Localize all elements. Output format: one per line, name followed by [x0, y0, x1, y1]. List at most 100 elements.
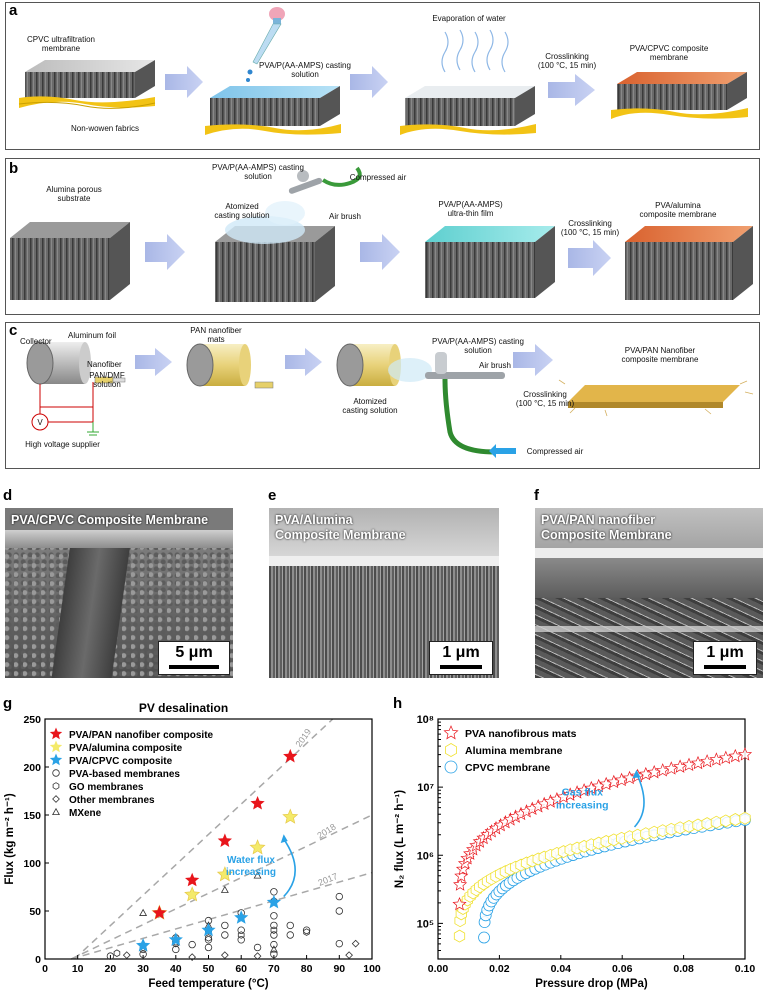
data-point-star	[283, 748, 298, 763]
data-point-star	[216, 866, 233, 882]
sem-caption-f-2: Composite Membrane	[541, 528, 672, 542]
data-point-circle	[188, 940, 196, 949]
pipette-icon	[246, 7, 285, 82]
data-point-circle	[335, 939, 343, 948]
data-point-hexagon	[205, 934, 212, 942]
data-point-star	[185, 872, 200, 887]
y-tick-label: 50	[29, 906, 41, 918]
y-tick-label: 10⁸	[417, 714, 434, 726]
data-point-circle	[270, 888, 278, 896]
data-point-hexagon	[701, 817, 713, 831]
y-tick-label: 10⁵	[417, 918, 434, 930]
legend-marker	[52, 807, 60, 816]
air-brush-icon	[288, 166, 362, 194]
scale-bar-f: 1 μm	[693, 641, 757, 675]
voltage-circuit	[31, 382, 99, 436]
data-point-triangle	[253, 871, 262, 879]
y-tick-label: 250	[23, 714, 41, 726]
process-arrow	[285, 348, 322, 376]
data-point-circle	[270, 950, 278, 958]
data-point-star	[737, 747, 753, 761]
data-point-circle	[237, 926, 245, 934]
annotation-arrow	[633, 772, 645, 828]
label-crosslink-a: Crosslinking	[545, 52, 589, 61]
data-point-circle	[204, 943, 213, 952]
label-compressed-air-b: Compressed air	[349, 173, 407, 182]
data-point-hexagon	[303, 928, 310, 936]
y-tick-label: 100	[23, 858, 41, 870]
x-tick-label: 0.02	[489, 963, 510, 975]
annotation-text-2: increasing	[556, 800, 609, 812]
data-point-diamond	[220, 951, 229, 960]
data-point-star	[282, 808, 299, 824]
data-point-circle	[172, 945, 180, 954]
data-point-circle	[237, 936, 245, 944]
data-point-circle	[221, 931, 229, 939]
cpvc-substrate-block	[18, 60, 156, 109]
label-aluminum-foil: Aluminum foil	[68, 331, 117, 340]
chart-g-title: PV desalination	[139, 701, 228, 715]
legend-label: Other membranes	[69, 795, 155, 806]
data-point-circle	[270, 940, 278, 949]
panel-label-a: a	[9, 2, 18, 19]
process-arrow	[360, 234, 400, 270]
data-point-star	[655, 763, 670, 777]
sem-image-d: PVA/CPVC Composite Membrane 5 μm	[5, 508, 233, 678]
data-point-hexagon	[729, 813, 741, 826]
x-tick-label: 80	[301, 963, 313, 975]
annotation-text-1: Gas flux	[562, 787, 604, 799]
label-evaporation: Evaporation of water	[432, 14, 506, 23]
trend-line-2018	[70, 814, 373, 960]
data-point-circle	[204, 936, 213, 944]
process-arrow	[513, 344, 553, 376]
data-point-circle	[221, 921, 229, 930]
y-tick-label: 150	[23, 810, 41, 822]
data-point-star	[673, 759, 688, 773]
legend-marker	[445, 743, 457, 757]
x-tick-label: 40	[170, 963, 182, 975]
pva-alumina-product-block	[625, 226, 753, 300]
panel-b-schematic	[10, 166, 753, 302]
panel-label-b: b	[9, 160, 19, 177]
process-arrow	[548, 74, 595, 106]
process-arrow	[135, 348, 172, 376]
annotation-text-1: Water flux	[227, 855, 275, 866]
data-point-circle	[270, 912, 278, 920]
label-pva-cpvc-product: PVA/CPVC composite membrane	[629, 44, 709, 62]
legend-marker	[444, 760, 458, 774]
legend-marker	[52, 795, 60, 803]
data-point-circle	[253, 943, 262, 952]
panel-label-f: f	[534, 487, 539, 504]
air-brush-icon	[425, 352, 505, 455]
compressed-air-arrow	[489, 444, 516, 458]
data-point-circle	[335, 907, 343, 915]
data-point-star	[234, 910, 249, 924]
x-tick-label: 60	[235, 963, 247, 975]
atomized-drum	[336, 343, 432, 387]
process-arrow	[145, 234, 185, 270]
legend-marker	[52, 782, 60, 790]
legend-label: PVA-based membranes	[69, 769, 180, 780]
label-crosslink-cond-a: (100 °C, 15 min)	[537, 61, 597, 70]
annotation-arrow	[283, 838, 296, 898]
legend-label: CPVC membrane	[465, 762, 550, 774]
legend-label: Alumina membrane	[465, 745, 563, 757]
sem-caption-d: PVA/CPVC Composite Membrane	[11, 513, 209, 527]
trend-label-2018: 2018	[315, 822, 337, 841]
panel-label-h: h	[393, 695, 403, 712]
label-voltage-symbol: V	[37, 418, 43, 427]
sem-image-e: PVA/Alumina Composite Membrane 1 μm	[269, 508, 499, 678]
data-point-star	[690, 755, 706, 770]
alumina-substrate-block	[10, 222, 130, 300]
x-tick-label: 10	[72, 963, 84, 975]
data-point-circle	[286, 931, 294, 939]
process-arrow	[165, 66, 203, 98]
data-point-hexagon	[739, 811, 751, 825]
label-casting-b: PVA/P(AA-AMPS) casting solution	[212, 163, 304, 181]
label-atomized-c: Atomized casting solution	[342, 397, 398, 415]
data-point-diamond	[122, 951, 131, 960]
data-point-star	[728, 748, 743, 763]
y-tick-label: 0	[35, 954, 41, 966]
annotation-arrowhead	[280, 834, 288, 843]
